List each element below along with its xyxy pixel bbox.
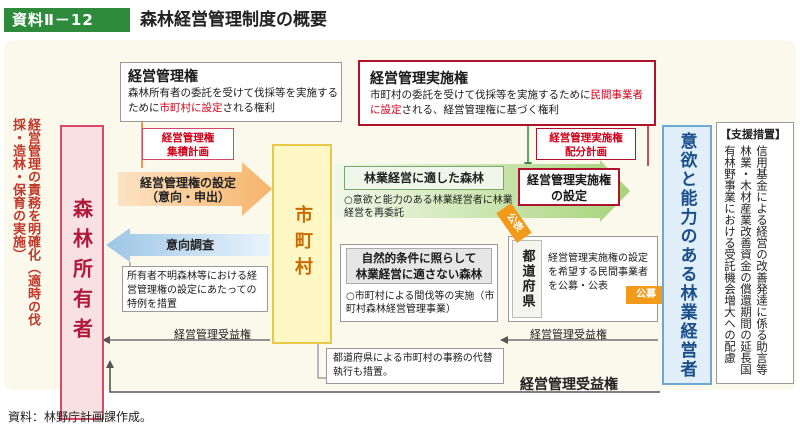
- implementation-right-desc-1: 市町村の委託を受けて伐採等を実施するために: [370, 89, 591, 101]
- management-right-desc: 森林所有者の委託を受けて伐採等を実施するために市町村に設定される権利: [128, 86, 340, 116]
- implementation-right-desc: 市町村の委託を受けて伐採等を実施するために民間事業者に設定される、経営管理権に基…: [370, 88, 652, 118]
- prefecture-name: 都道府県: [519, 249, 535, 309]
- management-right-desc-red: 市町村に設定: [159, 102, 223, 114]
- unsuitable-forest-line2: 林業経営に適さない森林: [355, 267, 483, 281]
- management-right-desc-1: 森林所有者の委託を受けて伐採等を実施するために: [128, 87, 338, 114]
- unsuitable-forest-line1: 自然的条件に照らして: [361, 251, 477, 265]
- source-note: 資料：林野庁計画課作成。: [8, 410, 153, 424]
- special-measure-note: 所有者不明森林等における経営管理権の設定にあたっての特例を措置: [122, 266, 268, 312]
- implementation-right-title: 経営管理実施権: [370, 71, 468, 87]
- setting-arrow-line2: （意向・申出）: [145, 190, 230, 204]
- allocation-plan-box: 経営管理実施権配分計画: [536, 128, 636, 160]
- setting-arrow-line1: 経営管理権の設定: [139, 176, 236, 190]
- municipality-text: 市町村: [292, 205, 313, 283]
- accumulation-plan-line2: 集積計画: [167, 146, 209, 158]
- benefit-right-main-label: 経営管理受益権: [520, 377, 618, 393]
- municipality-bar: [272, 144, 332, 344]
- unsuitable-forest-desc: ○市町村による間伐等の実施（市町村森林経営管理事業）: [346, 291, 495, 315]
- benefit-right-label-left: 経営管理受益権: [174, 328, 251, 341]
- survey-arrow: [106, 228, 270, 262]
- forest-owner-bar: [60, 125, 104, 420]
- unsuitable-forest-title: 自然的条件に照らして林業経営に適さない森林: [346, 248, 492, 284]
- forest-owner-label: 森林所有者: [60, 125, 104, 420]
- accumulation-plan-box: 経営管理権集積計画: [142, 128, 234, 160]
- implementation-right-desc-red: 民間事業者に設定: [370, 89, 643, 116]
- management-right-title: 経営管理権: [128, 69, 198, 85]
- forest-owner-text: 森林所有者: [69, 197, 94, 348]
- implementation-setting-line2: の設定: [550, 189, 587, 203]
- support-measures-box: [716, 122, 794, 384]
- suitable-forest-box: 林業経営に適した森林: [344, 166, 504, 190]
- forestry-operator-text: 意欲と能力のある林業経営者: [676, 131, 697, 379]
- public-offering-badge: 公募: [626, 286, 666, 304]
- management-right-desc-2: される権利: [222, 102, 276, 114]
- prefecture-name-frame: [512, 240, 542, 318]
- implementation-setting-line1: 経営管理実施権: [526, 173, 611, 187]
- management-right-box: [120, 62, 342, 122]
- prefecture-name-label: 都道府県: [512, 240, 542, 318]
- benefit-right-label-right: 経営管理受益権: [530, 328, 607, 341]
- setting-arrow-label: 経営管理権の設定（意向・申出）: [118, 176, 258, 204]
- proxy-execution-note: 都道府県による市町村の事務の代替執行も措置。: [326, 348, 504, 384]
- prefecture-desc: 経営管理実施権の設定を希望する民間事業者を公募・公表: [548, 253, 648, 292]
- setting-arrow: [118, 162, 272, 216]
- implementation-setting-box: 経営管理実施権の設定: [518, 168, 620, 206]
- support-measures-text: 信用基金による経営の改善発達に係る助言等林業・木材産業改善資金の償還期間の延長国…: [723, 145, 769, 375]
- implementation-right-desc-2: される、経営管理権に基づく権利: [401, 104, 560, 116]
- allocation-plan-line2: 配分計画: [565, 146, 607, 158]
- forestry-operator-label: 意欲と能力のある林業経営者: [662, 125, 712, 385]
- allocation-plan-line1: 経営管理実施権: [549, 132, 623, 144]
- figure-badge: 資料Ⅱ－12: [4, 8, 130, 32]
- support-measures-title: 【支援措置】: [720, 128, 786, 141]
- survey-arrow-label: 意向調査: [165, 238, 214, 252]
- municipality-label: 市町村: [272, 144, 332, 344]
- implementation-right-box: [358, 60, 656, 126]
- suitable-forest-desc: ○意欲と能力のある林業経営者に林業経営を再委託: [344, 195, 513, 219]
- figure-title: 森林経営管理制度の概要: [140, 10, 327, 30]
- owner-duty-text: 経営管理の責務を明確化（適時の伐採・造林・保育の実施）: [10, 118, 40, 326]
- forestry-operator-bar: [662, 125, 712, 385]
- accumulation-plan-line1: 経営管理権: [161, 132, 215, 144]
